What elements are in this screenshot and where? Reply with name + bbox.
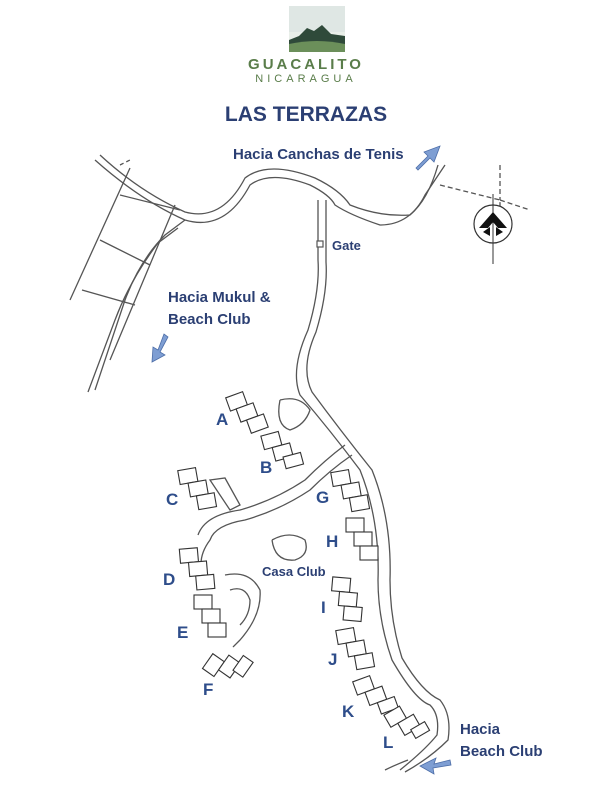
building-label-l: L <box>383 733 394 752</box>
building-label-i: I <box>321 598 326 617</box>
label-tennis: Hacia Canchas de Tenis <box>233 146 404 163</box>
label-beach-1: Hacia <box>460 721 501 738</box>
building-a-icon <box>224 391 269 434</box>
building-k-icon <box>351 675 400 715</box>
building-c-icon <box>177 466 218 511</box>
building-label-b: B <box>260 458 273 477</box>
label-mukul-2: Beach Club <box>168 311 251 328</box>
building-l-icon <box>383 705 431 740</box>
arrow-mukul-icon <box>151 333 169 363</box>
label-casa-club: Casa Club <box>262 564 326 579</box>
building-label-e: E <box>177 623 189 642</box>
brand-name: GUACALITO <box>248 56 364 73</box>
building-label-a: A <box>216 410 229 429</box>
building-d-icon <box>178 547 216 591</box>
building-e-icon <box>193 594 227 638</box>
building-j-icon <box>335 626 376 671</box>
building-label-k: K <box>342 702 355 721</box>
logo-mark <box>289 6 345 52</box>
building-label-f: F <box>203 680 214 699</box>
label-mukul-1: Hacia Mukul & <box>168 289 271 306</box>
brand-subtitle: NICARAGUA <box>255 73 357 85</box>
label-beach-2: Beach Club <box>460 743 543 760</box>
building-label-g: G <box>316 488 330 507</box>
building-g-icon <box>330 468 371 513</box>
building-label-j: J <box>328 650 338 669</box>
arrow-tennis-icon <box>415 145 441 171</box>
building-label-h: H <box>326 532 339 551</box>
label-gate: Gate <box>332 238 361 253</box>
building-label-c: C <box>166 490 179 509</box>
building-f-icon <box>201 652 254 679</box>
map-title: LAS TERRAZAS <box>224 103 388 126</box>
building-i-icon <box>330 576 363 623</box>
arrow-beach-icon <box>419 757 452 775</box>
building-h-icon <box>345 517 379 561</box>
building-label-d: D <box>163 570 176 589</box>
gate-marker <box>316 240 324 248</box>
building-b-icon <box>260 430 305 470</box>
north-arrow-icon <box>473 194 513 264</box>
